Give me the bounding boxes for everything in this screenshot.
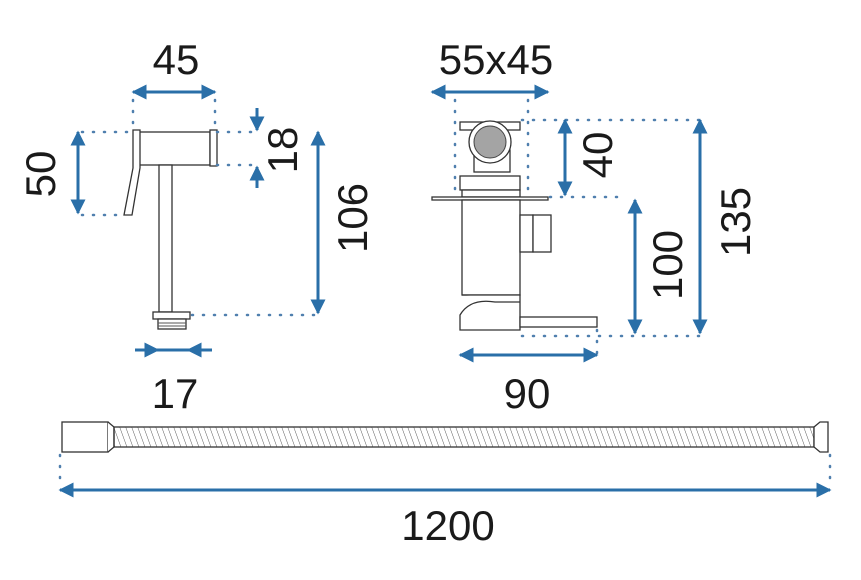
- dim-head-thickness: 18: [259, 127, 306, 174]
- dim-holder-outlet-height: 100: [644, 230, 691, 300]
- dim-head-height: 50: [17, 151, 64, 198]
- dim-thread-diameter: 17: [152, 370, 199, 417]
- dim-hose-length: 1200: [401, 502, 494, 549]
- dim-holder-depth: 90: [504, 370, 551, 417]
- dim-holder-top: 40: [574, 132, 621, 179]
- holder-dimensions: 55x45 40 100 135 90: [430, 36, 759, 417]
- sprayer-dimensions: 45 50 18 106 17: [17, 36, 376, 417]
- dim-holder-total-height: 135: [712, 187, 759, 257]
- dim-holder-size: 55x45: [439, 36, 553, 83]
- dim-sprayer-length: 106: [329, 183, 376, 253]
- hose-dimensions: 1200: [58, 453, 832, 549]
- hose-drawing: [61, 421, 829, 453]
- dim-head-width: 45: [153, 36, 200, 83]
- holder-drawing: [431, 120, 598, 331]
- sprayer-drawing: [123, 129, 218, 330]
